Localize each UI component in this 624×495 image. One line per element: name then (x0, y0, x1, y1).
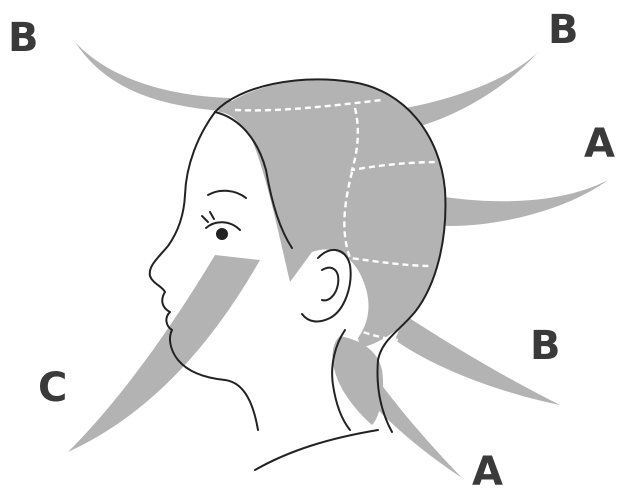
label-b-top-right: B (548, 10, 579, 50)
label-a-bottom: A (472, 452, 503, 492)
strand-a-upper-right (430, 180, 608, 226)
label-b-top-left: B (8, 18, 39, 58)
label-c-left: C (38, 368, 67, 408)
collar-line (255, 430, 378, 470)
ear-outline (302, 250, 351, 322)
label-b-lower-right: B (530, 326, 561, 366)
label-a-upper-right: A (584, 124, 615, 164)
hair-cap (218, 80, 445, 348)
strand-b-top-left (75, 42, 236, 112)
eyebrow (208, 191, 246, 198)
strand-c-left (68, 255, 260, 452)
ear-inner (322, 268, 338, 301)
eye-lashes (202, 212, 214, 222)
eye-iris (216, 228, 228, 240)
